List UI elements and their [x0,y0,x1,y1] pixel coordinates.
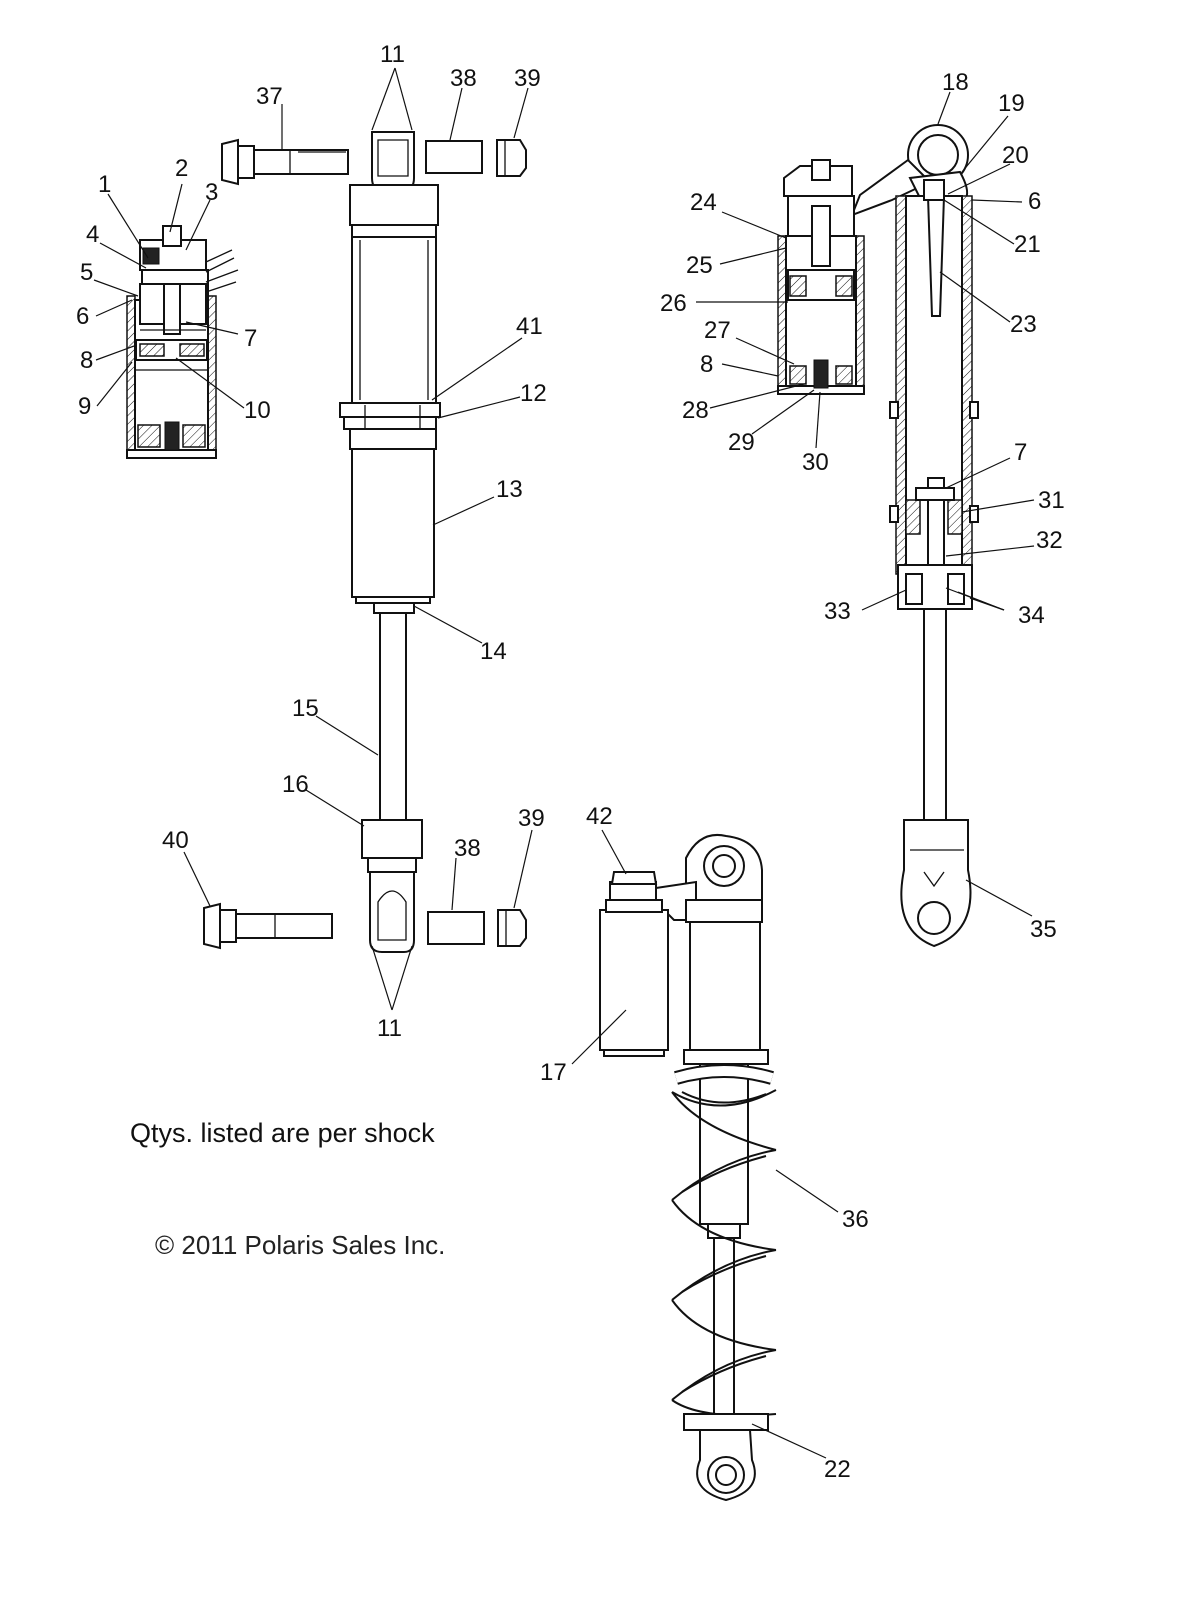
callout-29: 29 [728,429,755,456]
callout-16: 16 [282,771,309,798]
callout-36: 36 [842,1206,869,1233]
callout-12: 12 [520,380,547,407]
callout-6-right: 6 [1028,188,1041,215]
callout-4: 4 [86,221,99,248]
callout-17: 17 [540,1059,567,1086]
callout-32: 32 [1036,527,1063,554]
callout-13: 13 [496,476,523,503]
callout-2: 2 [175,155,188,182]
callout-9: 9 [78,393,91,420]
callout-41: 41 [516,313,543,340]
callout-labels: 1 2 3 4 5 6 7 8 9 10 11 11 12 13 14 15 1… [76,41,1065,1483]
callout-5: 5 [80,259,93,286]
callout-11-bottom: 11 [377,1015,402,1042]
callout-8: 8 [80,347,93,374]
callout-35: 35 [1030,916,1057,943]
callout-1: 1 [98,171,111,198]
quantity-note: Qtys. listed are per shock [130,1118,435,1148]
top-mount-hardware [221,138,527,186]
callout-7-right: 7 [1014,439,1027,466]
callout-24: 24 [690,189,717,216]
callout-19: 19 [998,90,1025,117]
callout-40: 40 [162,827,189,854]
callout-26: 26 [660,290,687,317]
callout-10: 10 [244,397,271,424]
callout-11-top: 11 [380,41,405,68]
callout-38-bottom: 38 [454,835,481,862]
callout-21: 21 [1014,231,1041,258]
callout-6: 6 [76,303,89,330]
callout-33: 33 [824,598,851,625]
copyright-text: © 2011 Polaris Sales Inc. [155,1230,445,1260]
callout-3: 3 [205,179,218,206]
center-shock-assembly [339,131,441,953]
callout-7: 7 [244,325,257,352]
callout-25: 25 [686,252,713,279]
callout-39-top: 39 [514,65,541,92]
spring-shock-assembly [599,834,777,1502]
callout-8-right: 8 [700,351,713,378]
leader-lines [93,67,1035,1459]
callout-34: 34 [1018,602,1045,629]
callout-18: 18 [942,69,969,96]
shock-cutaway-detail [777,124,979,948]
callout-22: 22 [824,1456,851,1483]
callout-28: 28 [682,397,709,424]
callout-23: 23 [1010,311,1037,338]
reservoir-cutaway-detail [126,225,239,459]
callout-39-bottom: 39 [518,805,545,832]
callout-15: 15 [292,695,319,722]
callout-38-top: 38 [450,65,477,92]
callout-14: 14 [480,638,507,665]
callout-30: 30 [802,449,829,476]
callout-31: 31 [1038,487,1065,514]
callout-27: 27 [704,317,731,344]
callout-20: 20 [1002,142,1029,169]
callout-42: 42 [586,803,613,830]
bottom-mount-hardware [203,902,527,950]
callout-37: 37 [256,83,283,110]
